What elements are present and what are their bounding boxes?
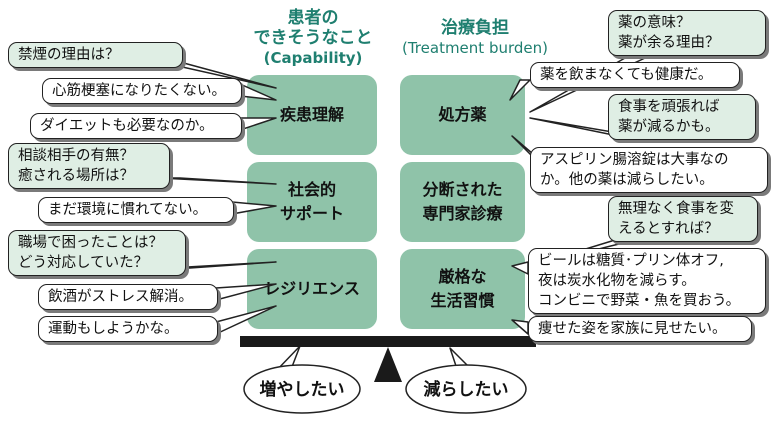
- bubble-text: まだ環境に慣れてない。: [48, 202, 208, 218]
- fulcrum-triangle: [374, 347, 402, 382]
- callout-tail: [239, 117, 277, 131]
- bubble-text: ダイエットも必要なのか。: [40, 118, 214, 134]
- callout-tail: [159, 177, 277, 185]
- treatment-burden-header-line2: (Treatment burden): [402, 39, 548, 57]
- bubble-text-line2: 夜は炭水化物を減らす。: [538, 273, 696, 289]
- comment-bubble-show-family: 痩せた姿を家族に見せたい。: [528, 316, 752, 342]
- bubble-text-line1: 食事を頑張れば: [618, 99, 720, 115]
- bubble-text-line2: どう対応していた？: [18, 255, 149, 271]
- decrease-label: 減らしたい: [423, 380, 509, 400]
- balance-beam: [240, 336, 536, 347]
- bubble-text: 禁煙の理由は？: [18, 47, 120, 63]
- callout-tail: [231, 201, 277, 215]
- bubble-text-line2: 薬が減るかも。: [618, 119, 720, 135]
- increase-speech-oval: [243, 364, 361, 414]
- box-label: レジリエンス: [264, 279, 360, 298]
- comment-bubble-diet: ダイエットも必要なのか。: [30, 113, 242, 139]
- bubble-text-line1: 相談相手の有無？: [18, 148, 134, 164]
- question-bubble-confidant: 相談相手の有無？ 癒される場所は？: [8, 143, 170, 189]
- box-label-line2: サポート: [279, 204, 344, 223]
- comment-bubble-exercise: 運動もしようかな。: [38, 316, 218, 342]
- increase-label: 増やしたい: [259, 380, 345, 400]
- bubble-text-line1: アスピリン腸溶錠は大事なの: [540, 152, 729, 168]
- bubble-text-line1: ビールは糖質･プリン体オフ,: [538, 253, 724, 269]
- capability-header-line3: (Capability): [263, 49, 363, 67]
- bubble-text-line1: 無理なく食事を変: [618, 201, 734, 217]
- question-bubble-smoking: 禁煙の理由は？: [8, 42, 183, 68]
- decrease-speech-oval: [405, 364, 527, 414]
- callout-tail: [511, 319, 529, 335]
- comment-bubble-heart-attack: 心筋梗塞になりたくない。: [42, 78, 242, 104]
- bubble-text-line1: 薬の意味？: [618, 15, 691, 31]
- box-label-line2: 専門家診療: [422, 204, 503, 223]
- treatment-burden-header: 治療負担 (Treatment burden): [390, 18, 560, 58]
- bubble-text-line2: えるとすれば？: [618, 221, 719, 237]
- box-label-line2: 生活習慣: [430, 291, 495, 310]
- callout-tail: [215, 305, 277, 335]
- capability-header: 患者の できそうなこと (Capability): [238, 8, 388, 68]
- box-label-line1: 社会的: [287, 180, 336, 199]
- bubble-text: 薬を飲まなくても健康だ。: [540, 67, 713, 83]
- box-prescription-drugs: 処方薬: [400, 75, 525, 155]
- box-label: 処方薬: [438, 105, 487, 124]
- comment-bubble-drinking: 飲酒がストレス解消。: [38, 284, 218, 310]
- bubble-text: 飲酒がストレス解消。: [48, 289, 193, 305]
- treatment-burden-header-line1: 治療負担: [441, 18, 509, 38]
- callout-tail: [509, 79, 531, 101]
- question-bubble-diet-effort: 食事を頑張れば 薬が減るかも。: [608, 94, 756, 140]
- question-bubble-drug-meaning: 薬の意味？ 薬が余る理由？: [608, 10, 766, 56]
- comment-bubble-aspirin: アスピリン腸溶錠は大事なの か。他の薬は減らしたい。: [530, 147, 768, 193]
- box-disease-understanding: 疾患理解: [247, 75, 377, 155]
- bubble-text: 心筋梗塞になりたくない。: [52, 83, 226, 99]
- comment-bubble-environment: まだ環境に慣れてない。: [38, 197, 234, 223]
- box-label: 疾患理解: [279, 105, 344, 124]
- capability-header-line1: 患者の: [287, 8, 339, 28]
- comment-bubble-healthy: 薬を飲まなくても健康だ。: [530, 62, 740, 88]
- box-label-line1: 分断された: [422, 180, 503, 199]
- box-strict-lifestyle: 厳格な生活習慣: [400, 249, 525, 329]
- bubble-text-line1: 職場で困ったことは？: [18, 235, 163, 251]
- box-social-support: 社会的サポート: [247, 162, 377, 242]
- question-bubble-diet-change: 無理なく食事を変 えるとすれば？: [608, 196, 758, 242]
- comment-bubble-beer-carbs: ビールは糖質･プリン体オフ, 夜は炭水化物を減らす。 コンビニで野菜・魚を買おう…: [528, 248, 766, 314]
- bubble-text-line2: か。他の薬は減らしたい。: [540, 172, 714, 188]
- question-bubble-workplace: 職場で困ったことは？ どう対応していた？: [8, 230, 186, 276]
- bubble-text: 運動もしようかな。: [48, 321, 179, 337]
- box-fragmented-specialist-care: 分断された専門家診療: [400, 162, 525, 242]
- capability-header-line2: できそうなこと: [253, 28, 373, 48]
- box-label-line1: 厳格な: [438, 267, 487, 286]
- callout-tail: [511, 261, 529, 275]
- bubble-text-line2: 薬が余る理由？: [618, 35, 720, 51]
- callout-tail: [215, 283, 277, 301]
- bubble-text-line2: 癒される場所は？: [18, 168, 134, 184]
- bubble-text-line3: コンビニで野菜・魚を買おう。: [538, 293, 741, 309]
- bubble-text: 痩せた姿を家族に見せたい。: [538, 321, 727, 337]
